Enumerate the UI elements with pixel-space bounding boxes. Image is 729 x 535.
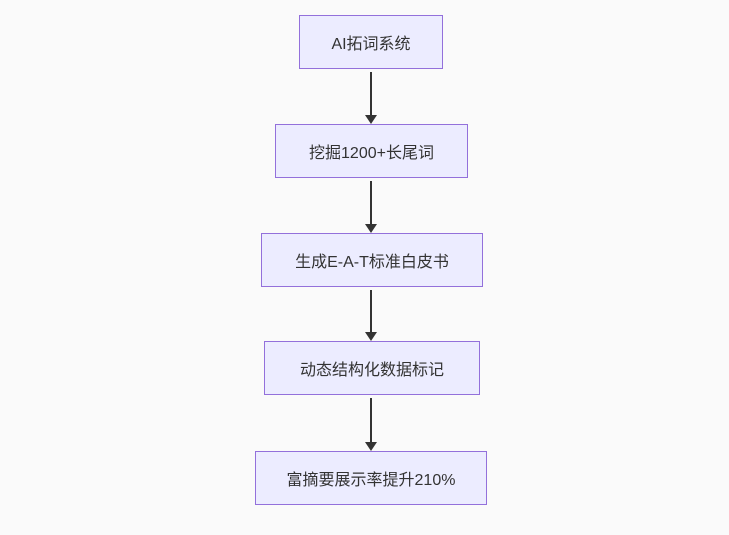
arrow-head — [365, 224, 377, 233]
arrow-line — [370, 290, 372, 332]
flow-node-label: AI拓词系统 — [331, 36, 411, 53]
flow-node-label: 生成E-A-T标准白皮书 — [295, 254, 449, 271]
flow-node-label: 动态结构化数据标记 — [299, 362, 444, 379]
arrow-head — [365, 115, 377, 124]
arrow-down-icon — [365, 398, 377, 451]
arrow-down-icon — [365, 290, 377, 341]
flow-node-ai-word-system: AI拓词系统 — [299, 15, 443, 69]
flow-node-rich-snippet-result: 富摘要展示率提升210% — [255, 451, 487, 505]
arrow-head — [365, 442, 377, 451]
arrow-line — [370, 398, 372, 442]
flow-node-structured-data: 动态结构化数据标记 — [264, 341, 480, 395]
flow-node-label: 富摘要展示率提升210% — [286, 472, 456, 489]
arrow-down-icon — [365, 72, 377, 124]
flow-node-longtail-mining: 挖掘1200+长尾词 — [275, 124, 468, 178]
flow-node-eat-whitepaper: 生成E-A-T标准白皮书 — [261, 233, 483, 287]
arrow-line — [370, 72, 372, 115]
arrow-head — [365, 332, 377, 341]
arrow-line — [370, 181, 372, 224]
flow-node-label: 挖掘1200+长尾词 — [309, 145, 434, 162]
arrow-down-icon — [365, 181, 377, 233]
